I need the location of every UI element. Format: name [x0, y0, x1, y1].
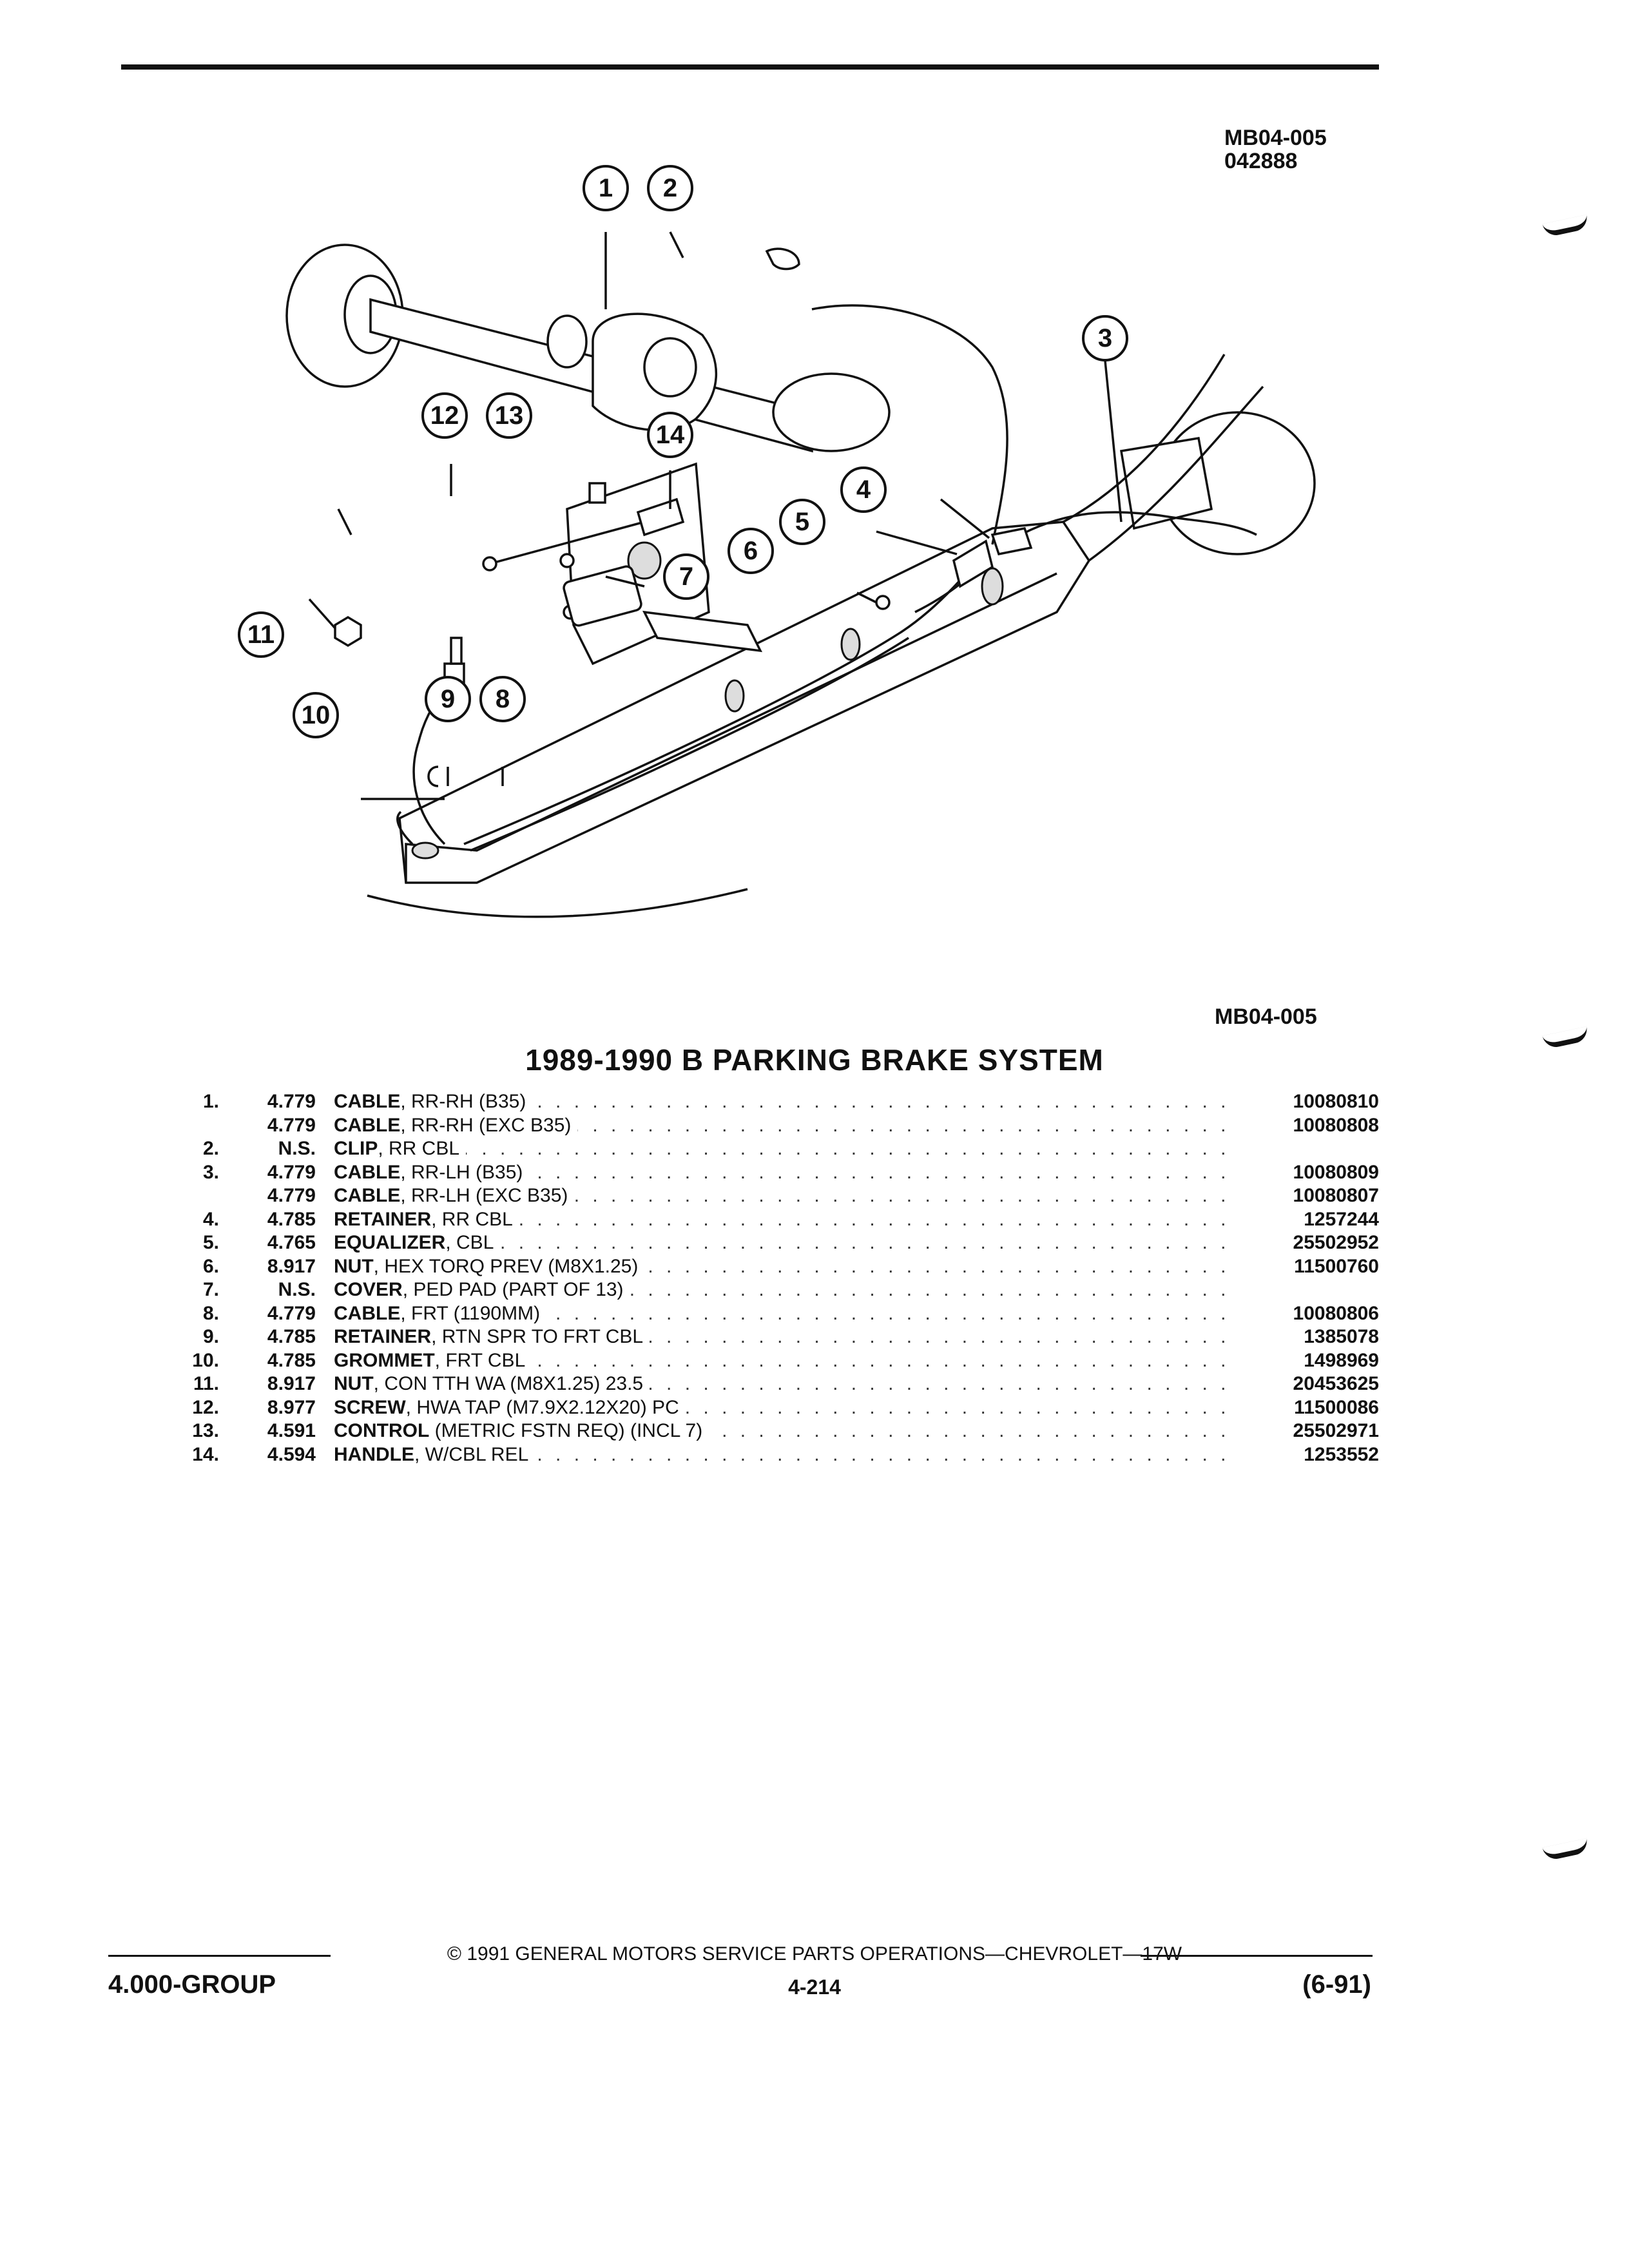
callout-11: 11	[238, 611, 284, 658]
svg-text:11: 11	[247, 620, 275, 649]
diagram-code: MB04-005	[1215, 1004, 1317, 1029]
svg-text:5: 5	[795, 508, 809, 536]
svg-text:4: 4	[856, 476, 871, 504]
svg-text:3: 3	[1098, 324, 1112, 352]
callout-2: 2	[647, 165, 693, 211]
retainer-part	[427, 765, 439, 787]
callout-12: 12	[421, 392, 468, 439]
callout-5: 5	[779, 499, 825, 545]
top-rule	[121, 64, 1379, 70]
callout-8: 8	[479, 676, 526, 722]
page-number: 4-214	[788, 1975, 841, 1999]
revision-date: (6-91)	[1302, 1970, 1371, 1999]
parts-row: 2.N.S.CLIP, RR CBL	[180, 1137, 1379, 1161]
svg-text:9: 9	[441, 685, 455, 713]
footer-rule-right	[1141, 1955, 1373, 1957]
binding-mark	[1542, 214, 1590, 238]
footer-rule-left	[108, 1955, 331, 1957]
callout-4: 4	[840, 466, 887, 513]
parts-row: 7.N.S.COVER, PED PAD (PART OF 13)	[180, 1278, 1379, 1302]
svg-text:7: 7	[679, 562, 693, 591]
svg-text:1: 1	[599, 174, 613, 202]
svg-text:8: 8	[496, 685, 510, 713]
svg-text:10: 10	[302, 701, 331, 729]
binding-mark	[1542, 1838, 1590, 1862]
callout-14: 14	[647, 412, 693, 458]
section-title: 1989-1990 B PARKING BRAKE SYSTEM	[525, 1043, 1104, 1077]
release-handle	[482, 497, 685, 572]
svg-text:6: 6	[744, 537, 758, 565]
svg-text:14: 14	[656, 421, 685, 449]
callout-10: 10	[293, 692, 339, 738]
copyright-notice: © 1991 GENERAL MOTORS SERVICE PARTS OPER…	[447, 1943, 1182, 1965]
callout-6: 6	[728, 528, 774, 574]
control-assembly	[559, 462, 763, 666]
svg-text:13: 13	[495, 401, 524, 430]
clip-part	[765, 247, 800, 271]
callout-7: 7	[663, 553, 709, 600]
nut-part	[334, 615, 362, 648]
callout-13: 13	[486, 392, 532, 439]
callout-1: 1	[583, 165, 629, 211]
svg-text:2: 2	[663, 174, 677, 202]
parking-brake-diagram: 1 2 3 4 5 6 7 8 9 10 11 12 13 14	[238, 165, 1316, 918]
leader-lines	[308, 231, 1123, 800]
illustration-code: MB04-005	[1224, 126, 1327, 150]
svg-text:12: 12	[430, 401, 459, 430]
callout-3: 3	[1082, 315, 1128, 361]
group-label: 4.000-GROUP	[108, 1970, 276, 1999]
illustration-date-code: 042888	[1224, 149, 1298, 173]
callout-9: 9	[425, 676, 471, 722]
